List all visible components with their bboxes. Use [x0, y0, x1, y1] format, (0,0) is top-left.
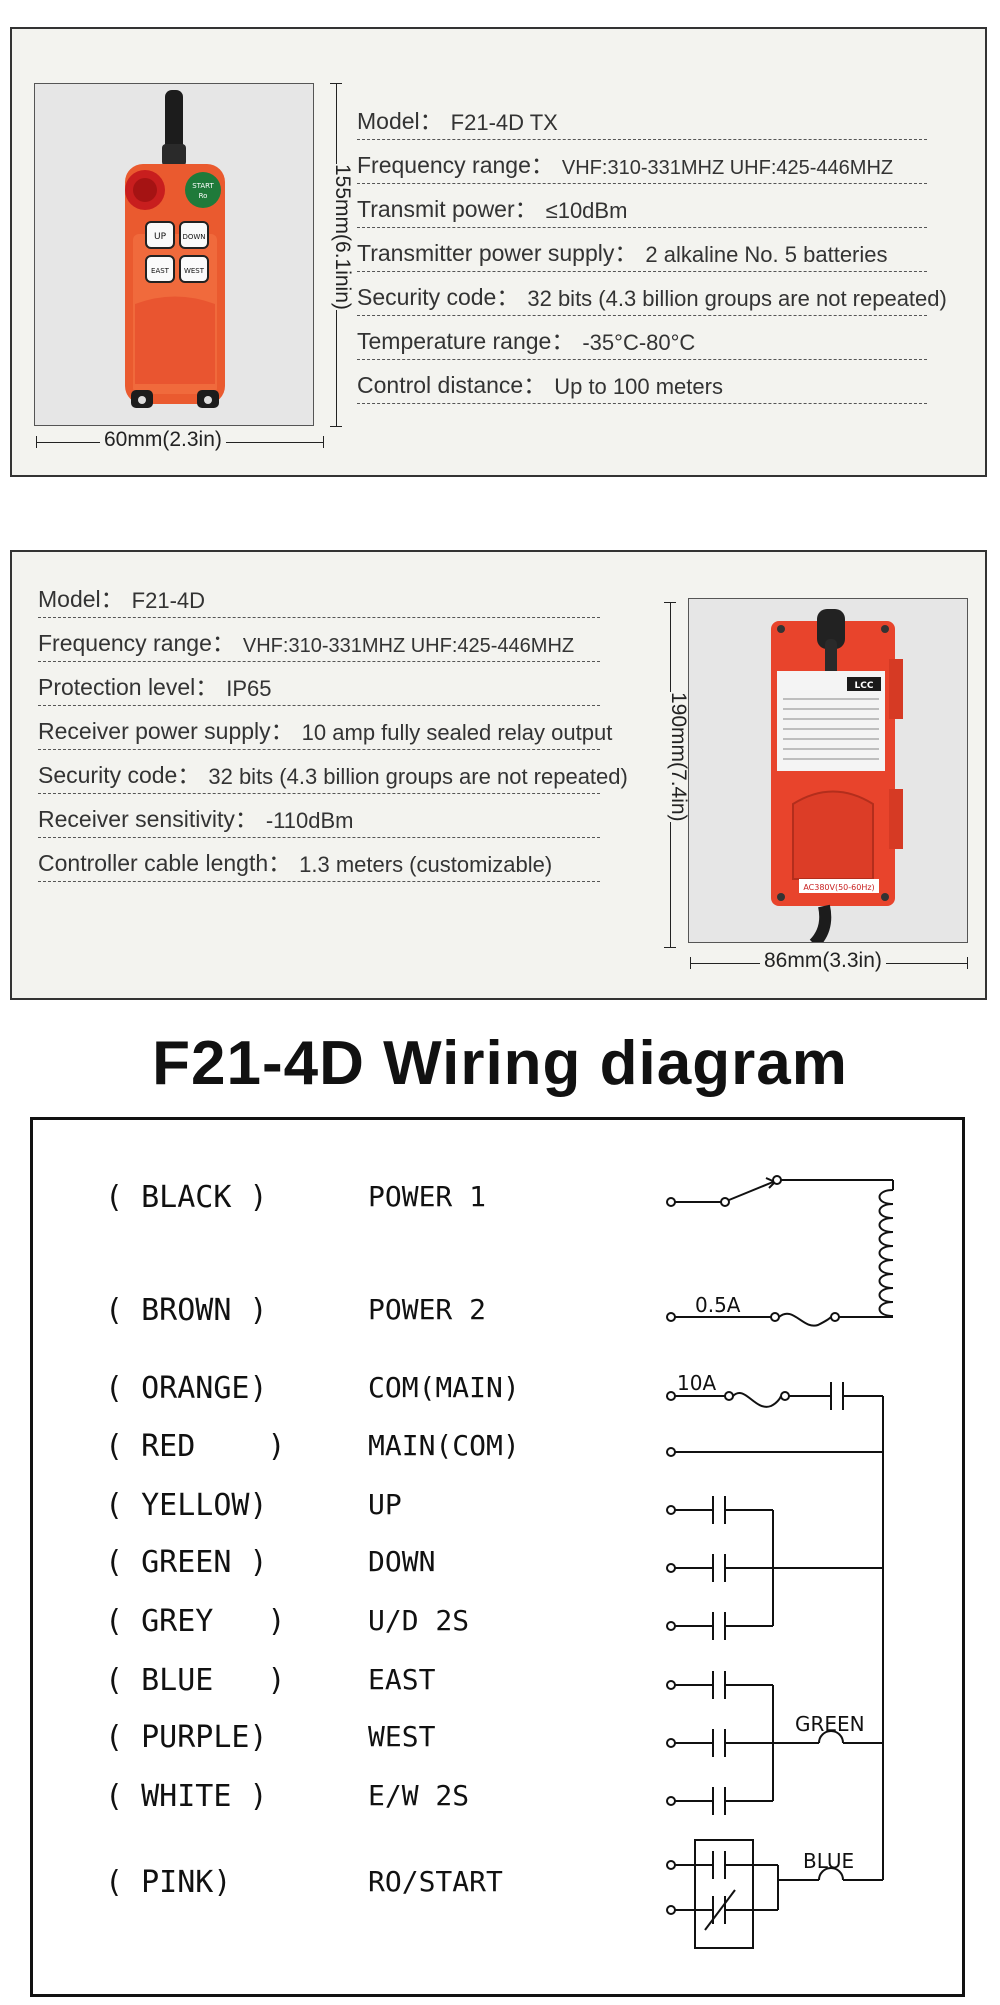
spec-row-temperature: Temperature range：-35°C-80°C	[357, 316, 927, 360]
fuse-main-label: 10A	[677, 1371, 716, 1395]
transmitter-width-dimension: 60mm(2.3in)	[100, 428, 226, 452]
spec-row-security-code: Security code：32 bits (4.3 billion group…	[357, 272, 947, 316]
receiver-voltage-label: AC380V(50-60Hz)	[803, 883, 874, 892]
wire-color-label: ( BLACK )	[105, 1180, 268, 1215]
wire-color-label: ( GREEN )	[105, 1545, 268, 1580]
wire-color-label: ( RED )	[105, 1429, 286, 1464]
jumper-blue-label: BLUE	[803, 1849, 854, 1873]
spec-row-model: Model：F21-4D TX	[357, 96, 927, 140]
wire-function-label: DOWN	[368, 1545, 436, 1578]
wire-color-label: ( ORANGE)	[105, 1371, 268, 1406]
spec-row-transmit-power: Transmit power：≤10dBm	[357, 184, 927, 228]
wire-function-label: POWER 2	[368, 1293, 487, 1326]
transmitter-illustration: START Ro UP DOWN EAST WEST	[125, 90, 225, 408]
down-button-label: DOWN	[182, 233, 205, 241]
receiver-width-dimension: 86mm(3.3in)	[760, 949, 886, 973]
receiver-brand-logo: LCC	[855, 681, 874, 691]
up-button-label: UP	[154, 232, 167, 242]
wire-color-label: ( BROWN )	[105, 1293, 268, 1328]
wire-function-label: RO/START	[368, 1865, 503, 1898]
wiring-diagram-title: F21-4D Wiring diagram	[152, 1029, 848, 1098]
transmitter-panel: START Ro UP DOWN EAST WEST 155mm(6.1inin…	[10, 27, 987, 477]
wire-function-label: EAST	[368, 1663, 436, 1696]
transmitter-photo: START Ro UP DOWN EAST WEST	[34, 83, 314, 426]
west-button-label: WEST	[184, 267, 205, 275]
spec-row-sensitivity: Receiver sensitivity：-110dBm	[38, 794, 600, 838]
wire-color-label: ( PURPLE)	[105, 1720, 268, 1755]
fuse-small-label: 0.5A	[695, 1293, 741, 1317]
wire-function-label: MAIN(COM)	[368, 1429, 520, 1462]
wiring-schematic: 0.5A 10A GREEN BLUE	[666, 1175, 894, 1949]
receiver-photo: LCC AC380V(50-60Hz)	[688, 598, 968, 943]
start-button-label: START	[192, 182, 214, 190]
wire-color-label: ( BLUE )	[105, 1663, 286, 1698]
spec-row-power-supply: Transmitter power supply：2 alkaline No. …	[357, 228, 927, 272]
spec-row-frequency: Frequency range：VHF:310-331MHZ UHF:425-4…	[38, 618, 600, 662]
receiver-illustration: LCC AC380V(50-60Hz)	[771, 609, 903, 942]
receiver-spec-list: Model：F21-4D Frequency range：VHF:310-331…	[38, 574, 628, 882]
wiring-diagram: ( BLACK ) POWER 1 ( BROWN ) POWER 2 ( OR…	[30, 1117, 965, 1997]
east-button-label: EAST	[151, 267, 170, 275]
transmitter-height-dimension: 155mm(6.1inin)	[330, 164, 354, 310]
spec-row-protection-level: Protection level：IP65	[38, 662, 600, 706]
spec-row-control-distance: Control distance：Up to 100 meters	[357, 360, 927, 404]
spec-row-frequency: Frequency range：VHF:310-331MHZ UHF:425-4…	[357, 140, 927, 184]
wire-function-label: UP	[368, 1488, 402, 1521]
spec-row-cable-length: Controller cable length：1.3 meters (cust…	[38, 838, 600, 882]
wire-function-label: COM(MAIN)	[368, 1371, 520, 1404]
receiver-height-dimension: 190mm(7.4in)	[666, 692, 690, 822]
spec-row-security-code: Security code：32 bits (4.3 billion group…	[38, 750, 628, 794]
wire-function-label: POWER 1	[368, 1180, 487, 1213]
spec-row-power-supply: Receiver power supply：10 amp fully seale…	[38, 706, 612, 750]
ro-button-label: Ro	[199, 192, 208, 200]
receiver-panel: Model：F21-4D Frequency range：VHF:310-331…	[10, 550, 987, 1000]
transmitter-spec-list: Model：F21-4D TX Frequency range：VHF:310-…	[357, 96, 947, 404]
jumper-green-label: GREEN	[795, 1712, 865, 1736]
wire-color-label: ( WHITE )	[105, 1779, 268, 1814]
wire-color-label: ( PINK)	[105, 1865, 232, 1900]
wire-color-label: ( YELLOW)	[105, 1488, 268, 1523]
spec-row-model: Model：F21-4D	[38, 574, 600, 618]
wire-color-label: ( GREY )	[105, 1604, 286, 1639]
wire-function-label: E/W 2S	[368, 1779, 470, 1812]
wire-function-label: WEST	[368, 1720, 436, 1753]
wire-function-label: U/D 2S	[368, 1604, 470, 1637]
